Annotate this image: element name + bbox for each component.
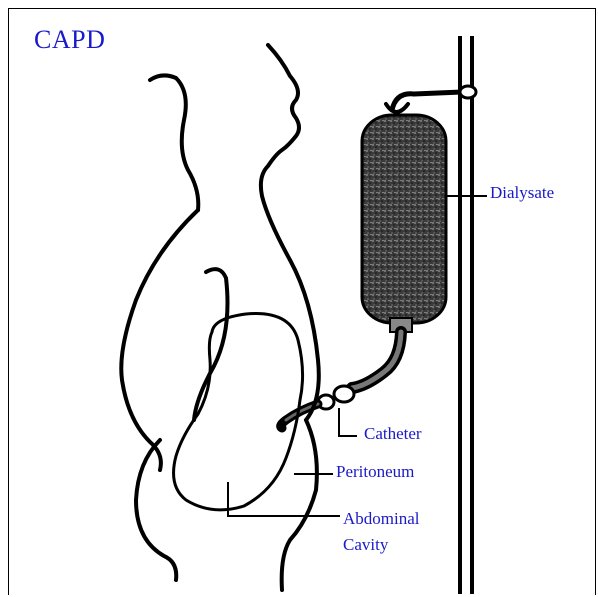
iv-pole (460, 36, 472, 594)
label-peritoneum: Peritoneum (336, 462, 414, 482)
label-dialysate: Dialysate (490, 183, 554, 203)
peritoneum-outline (174, 314, 303, 510)
label-abdominal-cavity: Abdominal Cavity (343, 506, 420, 558)
body-outline (121, 45, 319, 590)
label-abdominal-line1: Abdominal (343, 506, 420, 532)
tubing (318, 332, 401, 409)
diagram-title: CAPD (34, 25, 105, 55)
label-catheter: Catheter (364, 424, 422, 444)
catheter-leader (339, 408, 357, 436)
dialysate-bag (362, 115, 446, 332)
label-abdominal-line2: Cavity (343, 532, 420, 558)
abdominal-cavity-leader (228, 482, 340, 516)
bag-hanger (386, 86, 476, 112)
